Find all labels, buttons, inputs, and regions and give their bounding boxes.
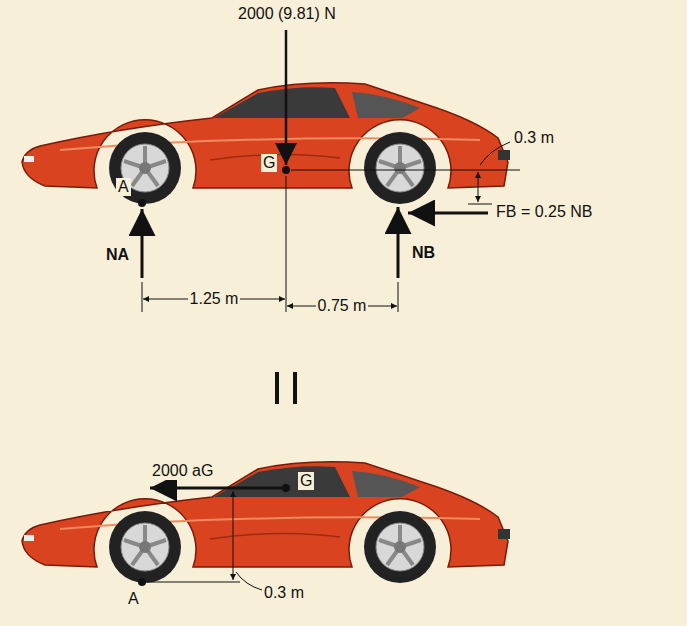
- extension-line: [226, 488, 240, 489]
- dimension-line: [233, 491, 234, 580]
- force-label: NB: [410, 244, 437, 262]
- leader-line: [480, 142, 510, 165]
- inertia-label: 2000 aG: [150, 462, 215, 480]
- dimension-label: 0.75 m: [316, 297, 369, 315]
- point-dot: [138, 199, 146, 207]
- car-illustration: [22, 462, 510, 583]
- force-label: NA: [104, 246, 131, 264]
- dimension-label: 1.25 m: [188, 290, 241, 308]
- inertia-vector-arrow: [150, 487, 286, 490]
- normal-force-arrow: [141, 209, 144, 278]
- extension-line: [147, 582, 240, 583]
- extension-line: [468, 204, 492, 205]
- extension-line: [398, 282, 399, 312]
- point-label: G: [261, 154, 277, 172]
- leader-line: [236, 572, 262, 590]
- force-label: FB = 0.25 NB: [494, 203, 595, 221]
- dimension-label: 0.3 m: [512, 129, 556, 147]
- car-illustration: [22, 83, 510, 204]
- point-label: G: [298, 472, 314, 490]
- dimension-label: 0.3 m: [262, 584, 306, 602]
- weight-arrow: [285, 30, 288, 165]
- extension-line: [286, 176, 287, 312]
- equals-sign: [275, 372, 279, 404]
- mass-center-dot: [282, 484, 290, 492]
- point-label: A: [126, 590, 141, 608]
- point-label: A: [116, 178, 131, 196]
- extension-line: [142, 282, 143, 312]
- load-label: 2000 (9.81) N: [236, 5, 338, 23]
- friction-force-arrow: [408, 212, 488, 215]
- extension-line: [291, 170, 520, 171]
- normal-force-arrow: [397, 207, 400, 278]
- mass-center-dot: [282, 166, 290, 174]
- point-dot: [138, 578, 146, 586]
- equals-sign: [293, 372, 297, 404]
- dimension-line: [478, 172, 479, 202]
